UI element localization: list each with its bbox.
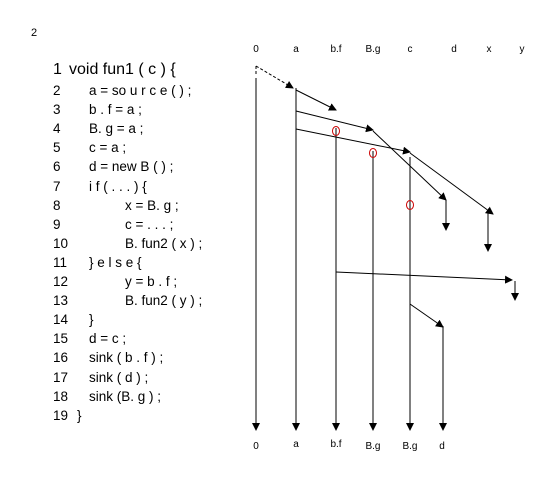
line-number: 17: [53, 369, 69, 385]
code-text: } e l s e {: [89, 254, 142, 270]
top-label-0: 0: [253, 44, 259, 55]
c-to-x-edge: [409, 152, 494, 215]
line-number: 5: [53, 140, 61, 156]
line-number: 2: [53, 83, 61, 99]
code-text: b . f = a ;: [89, 102, 142, 118]
b-f-to-y-edge: [335, 271, 513, 284]
b-f-node: [332, 126, 340, 136]
line-number: 8: [53, 197, 61, 213]
line-number: 12: [53, 274, 69, 290]
top-label-b-f: b.f: [330, 44, 341, 55]
line-number: 7: [53, 178, 61, 194]
bottom-label-b-f: b.f: [330, 439, 341, 450]
a-to-b-f-edge: [295, 89, 337, 111]
top-label-x: x: [487, 44, 492, 55]
B-g-node: [369, 148, 377, 158]
code-text: a = so u r c e ( ) ;: [89, 83, 192, 99]
code-text: sink ( b . f ) ;: [89, 350, 164, 366]
top-label-y: y: [520, 44, 525, 55]
line-number: 1: [53, 61, 62, 78]
c-node: [406, 200, 414, 210]
code-text: c = a ;: [89, 140, 127, 156]
line-number: 18: [53, 388, 69, 404]
code-text: y = b . f ;: [125, 274, 178, 290]
line-number: 13: [53, 293, 69, 309]
bottom-label-B-g-1: B.g: [365, 441, 380, 452]
line-number: 11: [53, 254, 68, 270]
line-number: 9: [53, 216, 61, 232]
line-number: 14: [53, 312, 69, 328]
code-text: B. g = a ;: [89, 121, 144, 137]
bottom-label-a: a: [293, 439, 299, 450]
line-number: 19: [53, 407, 69, 423]
code-text: }: [77, 407, 82, 423]
code-text: B. fun2 ( x ) ;: [125, 235, 203, 251]
zero-to-a-dashed-edge: [255, 65, 294, 89]
code-text: B. fun2 ( y ) ;: [125, 293, 203, 309]
B-g-to-x-edge: [372, 130, 447, 201]
c-to-d-edge: [409, 303, 444, 328]
top-label-d: d: [451, 44, 457, 55]
code-text: }: [89, 312, 94, 328]
line-number: 15: [53, 331, 69, 347]
page-number: 2: [31, 27, 38, 39]
code-text: c = . . . ;: [125, 216, 174, 232]
line-number: 6: [53, 159, 61, 175]
code-text: d = c ;: [89, 331, 127, 347]
code-text: sink ( d ) ;: [89, 369, 149, 385]
a-to-c-edge: [295, 128, 411, 155]
code-text: sink (B. g ) ;: [89, 388, 162, 404]
line-number: 10: [53, 235, 69, 251]
code-text: void fun1 ( c ) {: [69, 61, 176, 78]
bottom-label-B-g-2: B.g: [402, 441, 417, 452]
top-label-c: c: [408, 44, 413, 55]
line-number: 3: [53, 102, 61, 118]
line-number: 16: [53, 350, 69, 366]
code-text: d = new B ( ) ;: [89, 159, 174, 175]
top-label-B-g: B.g: [365, 44, 380, 55]
a-to-B-g-edge: [295, 110, 374, 133]
bottom-label-0: 0: [253, 441, 259, 452]
bottom-label-d: d: [439, 441, 445, 452]
code-text: i f ( . . . ) {: [89, 178, 147, 194]
code-text: x = B. g ;: [125, 197, 179, 213]
line-number: 4: [53, 121, 61, 137]
top-label-a: a: [293, 44, 299, 55]
